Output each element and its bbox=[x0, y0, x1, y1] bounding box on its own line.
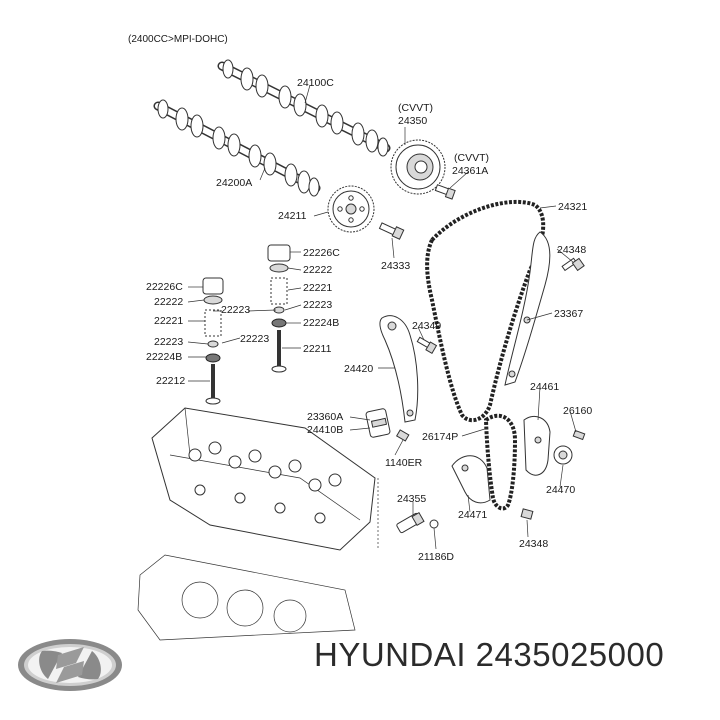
oil-pump-chain bbox=[483, 413, 518, 511]
valve-stack-left bbox=[202, 277, 224, 405]
tensioner-24470 bbox=[553, 429, 586, 465]
guide-24471 bbox=[451, 455, 491, 504]
label-24471: 24471 bbox=[458, 509, 487, 521]
label-24348-upper: 24348 bbox=[557, 244, 586, 256]
label-22223-left: 22223 bbox=[154, 336, 183, 348]
bolt-24361a bbox=[434, 184, 456, 200]
hyundai-logo-icon bbox=[18, 639, 122, 691]
label-22223-mid: 22223 bbox=[221, 304, 250, 316]
sprocket-24211 bbox=[327, 185, 375, 233]
label-22223-right: 22223 bbox=[303, 299, 332, 311]
label-cvvt-1: (CVVT) bbox=[398, 102, 433, 114]
bolt-1140er bbox=[395, 429, 410, 442]
label-1140ER: 1140ER bbox=[385, 457, 423, 469]
valve-stack-right bbox=[267, 244, 291, 373]
part-labels: 24100C (CVVT) 24350 (CVVT) 24361A 24200A… bbox=[146, 77, 592, 563]
label-24420: 24420 bbox=[344, 363, 373, 375]
chain-guide-23367 bbox=[504, 231, 551, 386]
label-26160: 26160 bbox=[563, 405, 592, 417]
bolt-24348-upper bbox=[561, 257, 585, 272]
label-24348-lower: 24348 bbox=[519, 538, 548, 550]
camshaft-24100c bbox=[217, 59, 391, 157]
label-24349: 24349 bbox=[412, 320, 441, 332]
label-22211: 22211 bbox=[303, 343, 332, 355]
label-24321: 24321 bbox=[558, 201, 587, 213]
label-23360A: 23360A bbox=[307, 411, 343, 423]
label-24350: 24350 bbox=[398, 115, 427, 127]
guide-24461 bbox=[523, 416, 551, 476]
leader-lines bbox=[187, 84, 577, 550]
label-22223-low: 22223 bbox=[240, 333, 269, 345]
label-26174P: 26174P bbox=[422, 431, 458, 443]
tensioner-arm-24420 bbox=[379, 315, 419, 423]
label-24410B: 24410B bbox=[307, 424, 343, 436]
bolt-24333 bbox=[378, 222, 405, 240]
brand-part-number: HYUNDAI 2435025000 bbox=[314, 636, 665, 673]
label-22212: 22212 bbox=[156, 375, 185, 387]
label-22224B-right: 22224B bbox=[303, 317, 339, 329]
label-22221-right: 22221 bbox=[303, 282, 332, 294]
head-gasket bbox=[137, 554, 356, 641]
label-22224B-left: 22224B bbox=[146, 351, 182, 363]
label-24333: 24333 bbox=[381, 260, 410, 272]
label-cvvt-2: (CVVT) bbox=[454, 152, 489, 164]
label-24355: 24355 bbox=[397, 493, 426, 505]
label-24361A: 24361A bbox=[452, 165, 488, 177]
chain-tensioner-24410b bbox=[365, 408, 391, 438]
cvvt-sprocket-24350 bbox=[390, 139, 446, 195]
diagram-header: (2400CC>MPI-DOHC) bbox=[128, 34, 228, 45]
label-22222-left: 22222 bbox=[154, 296, 183, 308]
label-24200A: 24200A bbox=[216, 177, 252, 189]
sensor-24355 bbox=[396, 511, 439, 534]
cylinder-head bbox=[151, 407, 376, 551]
label-22226C-right: 22226C bbox=[303, 247, 340, 259]
label-24461: 24461 bbox=[530, 381, 559, 393]
bolt-24349 bbox=[416, 336, 438, 355]
label-23367: 23367 bbox=[554, 308, 583, 320]
timing-chain-24321 bbox=[425, 199, 546, 423]
label-22221-left: 22221 bbox=[154, 315, 183, 327]
label-22226C-left: 22226C bbox=[146, 281, 183, 293]
label-22222-right: 22222 bbox=[303, 264, 332, 276]
label-21186D: 21186D bbox=[418, 551, 454, 563]
bolt-24348-lower bbox=[520, 508, 534, 520]
camshaft-24200a bbox=[153, 99, 321, 197]
label-24211: 24211 bbox=[278, 210, 307, 222]
label-24470: 24470 bbox=[546, 484, 575, 496]
label-24100C: 24100C bbox=[297, 77, 334, 89]
